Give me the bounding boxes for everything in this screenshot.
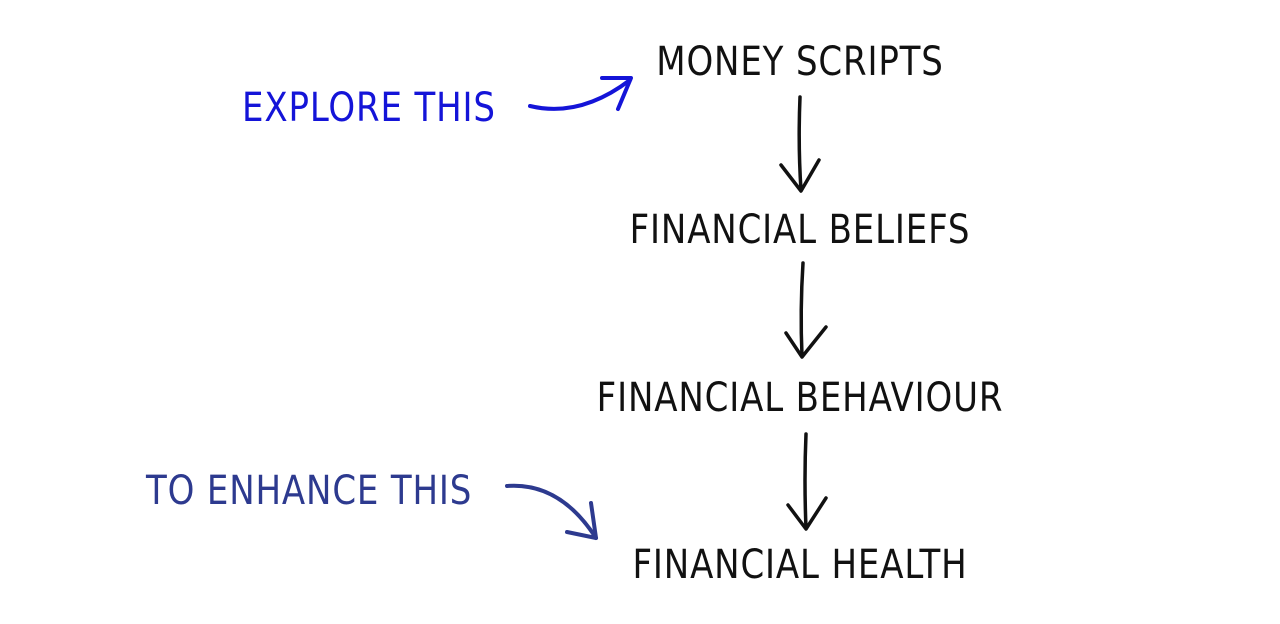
annotation-explore: EXPLORE THIS: [242, 85, 496, 131]
annotation-enhance: TO ENHANCE THIS: [146, 468, 473, 514]
arrow-down-icon: [784, 261, 828, 359]
arrow-curved-icon: [505, 483, 598, 540]
node-financial-beliefs: FINANCIAL BELIEFS: [629, 207, 971, 253]
arrow-down-icon: [779, 95, 821, 193]
node-financial-behaviour: FINANCIAL BEHAVIOUR: [596, 375, 1004, 421]
arrow-curved-icon: [528, 76, 633, 111]
arrow-down-icon: [786, 432, 828, 531]
node-financial-health: FINANCIAL HEALTH: [632, 542, 968, 588]
node-money-scripts: MONEY SCRIPTS: [656, 39, 944, 85]
